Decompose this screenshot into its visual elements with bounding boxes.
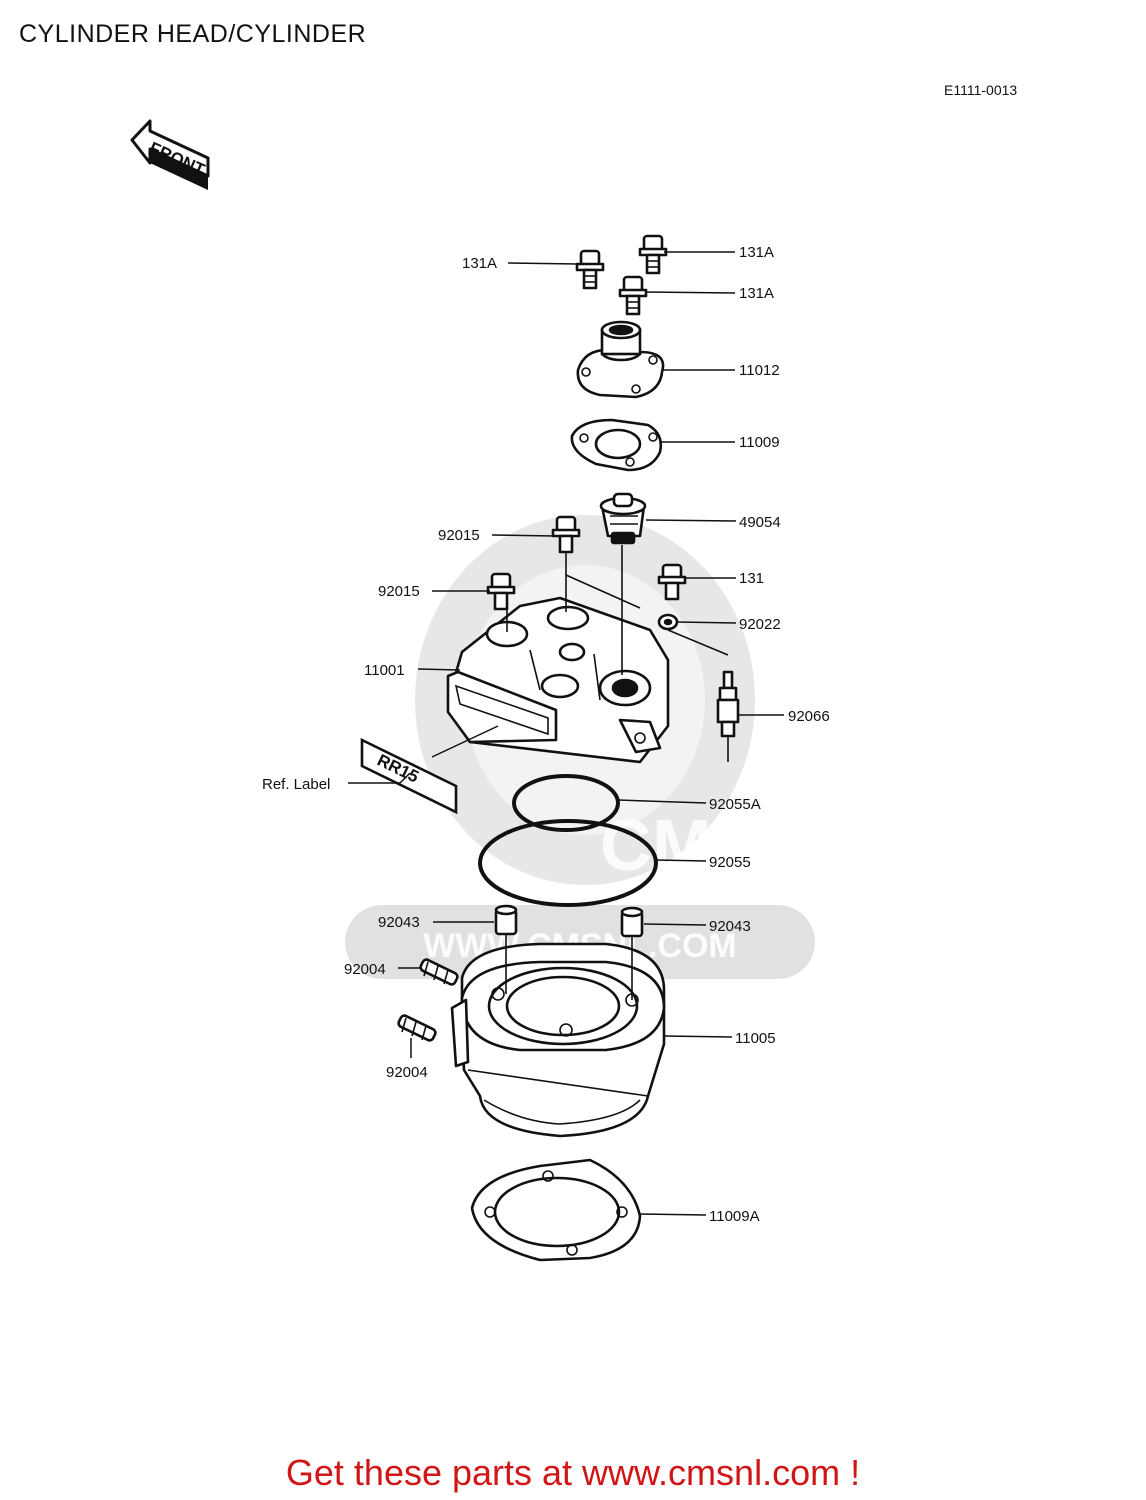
bolt-131a-top (638, 234, 668, 275)
callout-92022: 92022 (739, 616, 781, 633)
callout-92043-left: 92043 (378, 914, 420, 931)
callout-11009: 11009 (739, 434, 780, 451)
dowel-92043-right (620, 906, 644, 938)
thermostat (599, 492, 647, 545)
spark-plug (716, 670, 740, 762)
callout-92015-top: 92015 (438, 527, 480, 544)
callout-92004-lower: 92004 (386, 1064, 428, 1081)
bolt-131a-left (575, 249, 605, 290)
callout-131: 131 (739, 570, 764, 587)
callout-131a-right: 131A (739, 285, 774, 302)
stud-92004-upper (419, 958, 459, 986)
callout-ref-label: Ref. Label (262, 776, 330, 793)
callout-92055a: 92055A (709, 796, 761, 813)
front-arrow-icon: FRONT (130, 119, 210, 190)
callout-11009a: 11009A (709, 1208, 760, 1225)
watermark-brand: CMS (600, 806, 760, 886)
cylinder-head (446, 596, 670, 764)
callout-11005: 11005 (735, 1030, 776, 1047)
callout-labels: 131A 131A 131A 11012 11009 49054 92015 9… (262, 244, 830, 1225)
base-gasket (470, 1158, 642, 1262)
stud-92004-lower (397, 1014, 437, 1042)
page-title: CYLINDER HEAD/CYLINDER (19, 20, 367, 48)
callout-11001: 11001 (364, 662, 405, 679)
callout-92015-left: 92015 (378, 583, 420, 600)
bolt-92015-left (486, 572, 516, 611)
callout-131a-left: 131A (462, 255, 497, 272)
bolt-131a-right (618, 275, 648, 316)
leader-lines (348, 251, 784, 1216)
o-ring-92055a (512, 774, 620, 832)
callout-92043-right: 92043 (709, 918, 751, 935)
water-outlet-cap (576, 320, 665, 399)
o-ring-92055 (478, 819, 658, 907)
diagram-code: E1111-0013 (944, 82, 1018, 98)
callout-92055: 92055 (709, 854, 751, 871)
callout-131a-top: 131A (739, 244, 774, 261)
cylinder-block (450, 942, 666, 1138)
callout-11012: 11012 (739, 362, 780, 379)
dowel-92043-left (494, 904, 518, 936)
washer-92022 (657, 613, 679, 631)
callout-92004-upper: 92004 (344, 961, 386, 978)
callout-49054: 49054 (739, 514, 781, 531)
cap-gasket (570, 418, 663, 472)
bolt-131 (657, 563, 687, 601)
promo-banner[interactable]: Get these parts at www.cmsnl.com ! (285, 1452, 861, 1493)
callout-92066: 92066 (788, 708, 830, 725)
